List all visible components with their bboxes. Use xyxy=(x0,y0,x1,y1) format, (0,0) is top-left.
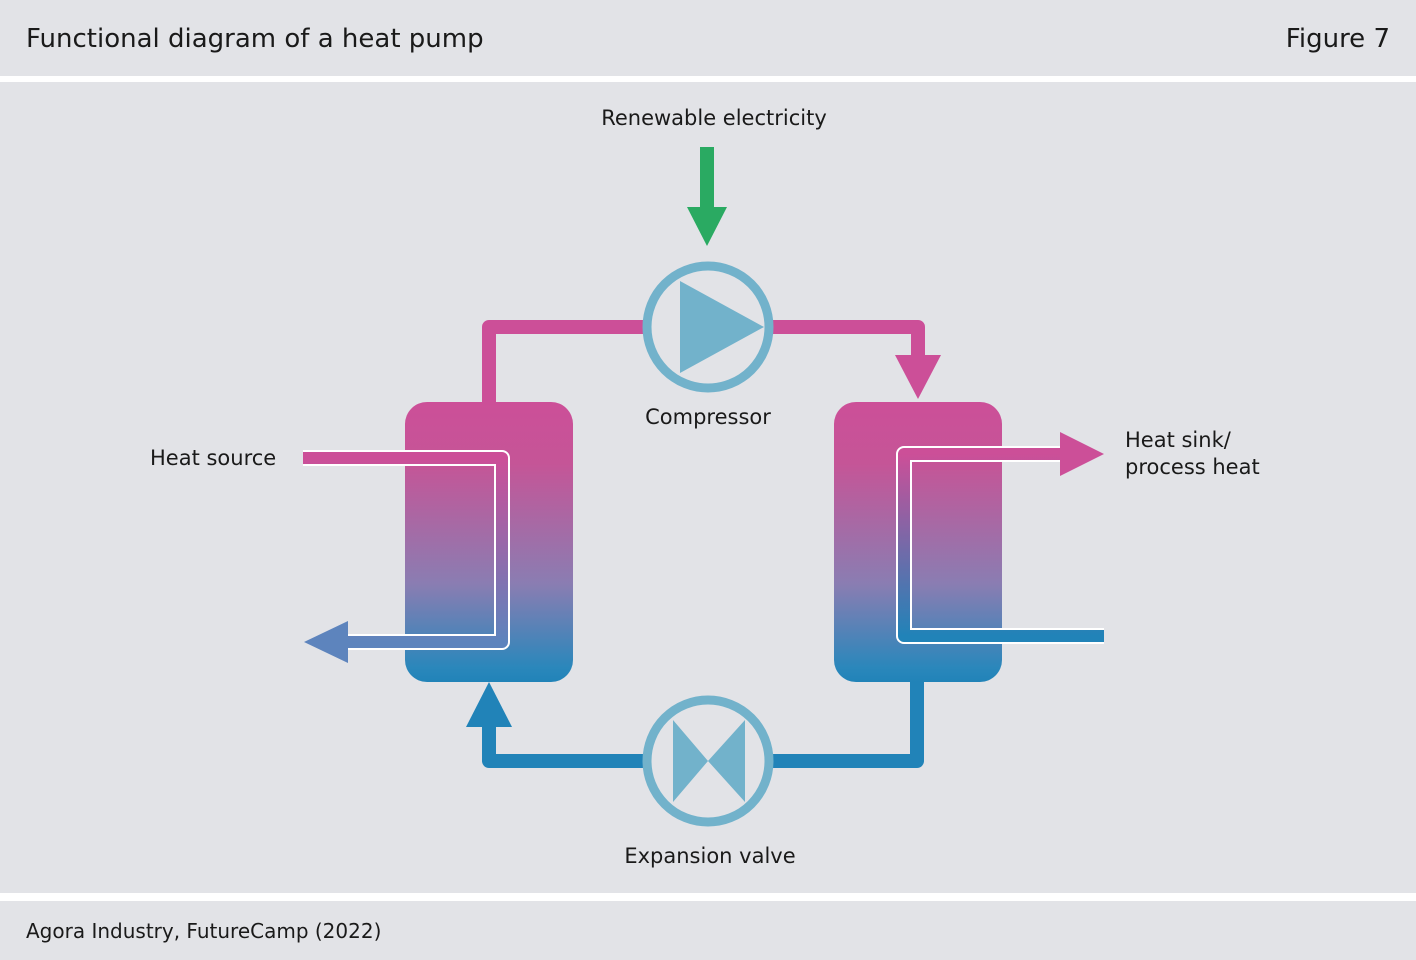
figure-number: Figure 7 xyxy=(1285,24,1390,54)
heat-source-outflow-arrow xyxy=(304,621,348,663)
source-credit: Agora Industry, FutureCamp (2022) xyxy=(26,919,382,943)
expansion-valve-label: Expansion valve xyxy=(624,844,795,868)
process-heat-arrow xyxy=(1060,432,1104,476)
compressor-icon xyxy=(642,261,774,393)
footer-band xyxy=(0,901,1416,960)
expansion-valve-icon xyxy=(642,695,774,827)
condenser-tank xyxy=(834,402,1104,682)
electricity-label: Renewable electricity xyxy=(601,106,827,130)
heat-sink-label-line1: Heat sink/ xyxy=(1125,428,1232,452)
hot-flow-arrow xyxy=(895,355,941,399)
compressor-label: Compressor xyxy=(645,405,771,429)
heat-sink-label-line2: process heat xyxy=(1125,455,1260,479)
evaporator-tank xyxy=(303,402,573,682)
cold-flow-arrow xyxy=(466,682,512,727)
heat-pump-diagram: Renewable electricity Compressor Expansi… xyxy=(150,106,1260,868)
electricity-arrow xyxy=(687,147,727,246)
page-title: Functional diagram of a heat pump xyxy=(26,24,484,54)
heat-source-label: Heat source xyxy=(150,446,276,470)
header-band xyxy=(0,0,1416,76)
